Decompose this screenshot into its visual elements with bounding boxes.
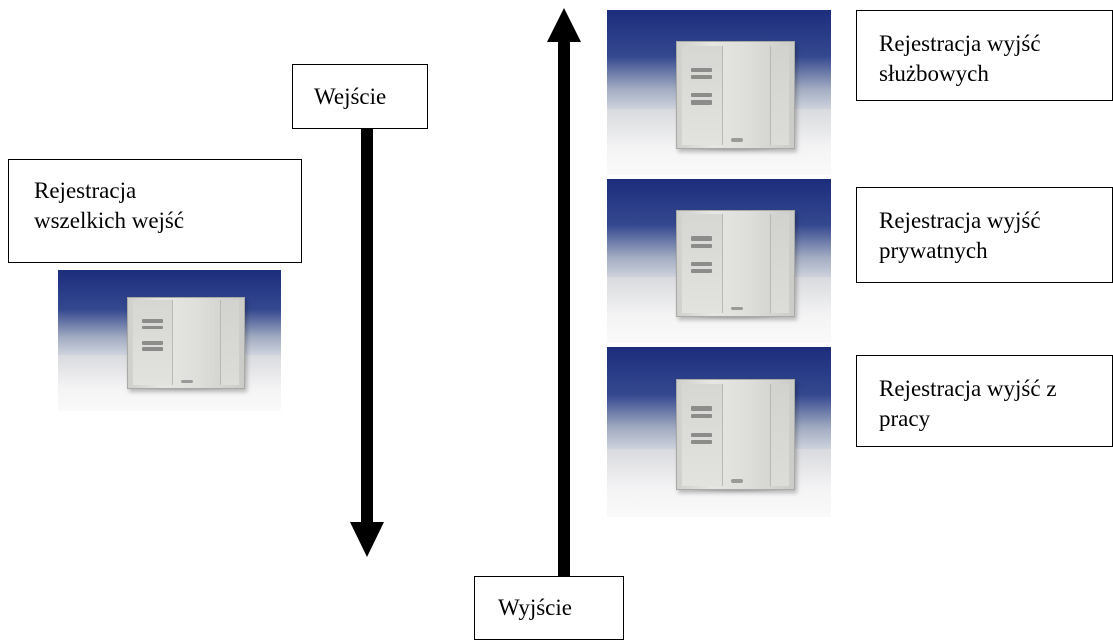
exit-private-line1: Rejestracja wyjść	[879, 208, 1041, 233]
entry-label: Wejście	[314, 84, 387, 109]
exit-box: Wyjście	[474, 576, 624, 640]
entry-terminal-device-icon	[58, 270, 281, 411]
entry-box: Wejście	[292, 64, 428, 129]
entry-arrow-down-icon	[350, 129, 384, 557]
exit-business-line2: służbowych	[879, 61, 989, 86]
exit-work-line1: Rejestracja wyjść z	[879, 376, 1057, 401]
entry-all-line1: Rejestracja	[34, 178, 137, 203]
exit-work-line2: pracy	[879, 406, 931, 431]
exit-private-registration-box: Rejestracja wyjść prywatnych	[856, 187, 1113, 283]
entry-all-line2: wszelkich wejść	[34, 208, 185, 233]
exit-private-line2: prywatnych	[879, 238, 988, 263]
exit-arrow-up-icon	[547, 8, 581, 577]
exit-business-line1: Rejestracja wyjść	[879, 31, 1041, 56]
exit-business-registration-box: Rejestracja wyjść służbowych	[856, 10, 1113, 101]
exit-private-terminal-device-icon	[607, 179, 831, 343]
entry-all-registration-box: Rejestracja wszelkich wejść	[8, 159, 302, 263]
exit-business-terminal-device-icon	[607, 10, 831, 175]
exit-work-registration-box: Rejestracja wyjść z pracy	[856, 355, 1113, 447]
exit-label: Wyjście	[498, 595, 572, 620]
exit-work-terminal-device-icon	[607, 347, 831, 517]
